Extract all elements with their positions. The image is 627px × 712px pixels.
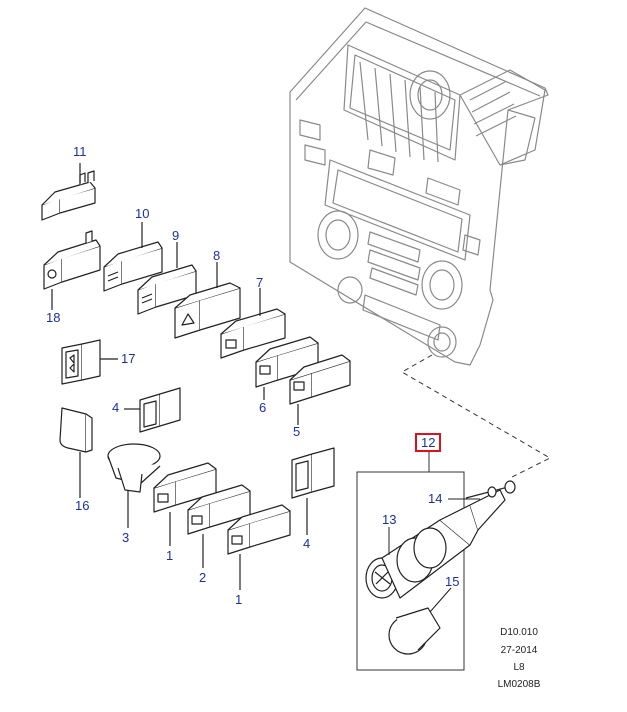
- callout-2[interactable]: 2: [199, 570, 207, 585]
- callout-3[interactable]: 3: [122, 530, 130, 545]
- callout-8[interactable]: 8: [213, 248, 221, 263]
- callout-11[interactable]: 11: [73, 144, 87, 159]
- callout-17[interactable]: 17: [121, 351, 136, 366]
- callout-15[interactable]: 15: [445, 574, 460, 589]
- callout-4-upper[interactable]: 4: [112, 400, 120, 415]
- callout-7[interactable]: 7: [256, 275, 264, 290]
- callout-10[interactable]: 10: [135, 206, 150, 221]
- switch-illustrations: [41, 163, 351, 590]
- dashed-leader-line: [400, 354, 552, 479]
- callout-1-upper[interactable]: 1: [166, 548, 174, 563]
- callout-1-lower[interactable]: 1: [235, 592, 243, 607]
- callout-14[interactable]: 14: [428, 491, 443, 506]
- callout-13[interactable]: 13: [382, 512, 397, 527]
- callout-6[interactable]: 6: [259, 400, 267, 415]
- callout-4-lower[interactable]: 4: [303, 536, 311, 551]
- callout-16[interactable]: 16: [75, 498, 90, 513]
- ref-code-diagram: D10.010: [500, 627, 538, 638]
- callout-9[interactable]: 9: [172, 228, 180, 243]
- dashboard-panel-illustration: [289, 7, 549, 366]
- cigar-lighter-illustration: [365, 480, 516, 655]
- lighter-leaders: [388, 498, 480, 613]
- ref-code-illustration: LM0208B: [497, 679, 541, 690]
- lighter-inset-frame: [356, 471, 465, 671]
- callout-5[interactable]: 5: [293, 424, 301, 439]
- ref-code-date: 27-2014: [500, 645, 538, 656]
- callout-12-highlighted[interactable]: 12: [415, 433, 442, 452]
- callout-18[interactable]: 18: [46, 310, 61, 325]
- ref-code-model: L8: [513, 662, 525, 673]
